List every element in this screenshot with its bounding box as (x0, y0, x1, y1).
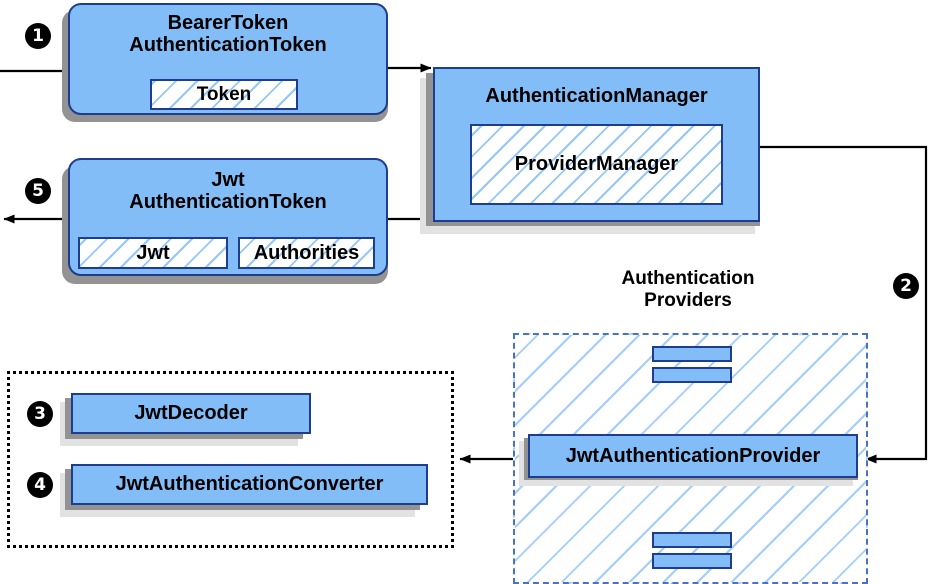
slot-token-label: Token (196, 83, 252, 105)
badge-step-3-label: 3 (34, 403, 46, 424)
node-jwt-authentication-converter[interactable]: JwtAuthenticationConverter (71, 464, 428, 505)
badge-step-5-label: 5 (32, 180, 44, 201)
jwt-authentication-converter-label: JwtAuthenticationConverter (115, 473, 384, 496)
authentication-providers-caption: Authentication Providers (621, 268, 755, 311)
jwt-decoder-label: JwtDecoder (134, 402, 248, 425)
slot-provider-manager: ProviderManager (470, 124, 723, 205)
badge-step-3: 3 (27, 401, 53, 427)
badge-step-2-label: 2 (900, 275, 912, 296)
slot-authorities: Authorities (238, 237, 375, 269)
badge-step-4-label: 4 (34, 474, 46, 495)
slot-authorities-label: Authorities (253, 241, 360, 264)
authentication-manager-label: AuthenticationManager (485, 85, 708, 107)
badge-step-5: 5 (25, 178, 51, 204)
connector-manager-to-provider (760, 145, 928, 464)
provider-stack-top-bar-2 (652, 367, 732, 383)
slot-jwt-label: Jwt (136, 241, 170, 264)
slot-token: Token (150, 79, 298, 110)
node-jwt-authentication-provider[interactable]: JwtAuthenticationProvider (528, 434, 858, 478)
jwt-support-group (7, 371, 454, 548)
provider-stack-bottom-bar-1 (652, 532, 732, 548)
badge-step-2: 2 (893, 273, 919, 299)
badge-step-1-label: 1 (32, 25, 44, 46)
badge-step-4: 4 (27, 472, 53, 498)
provider-stack-bottom-bar-2 (652, 553, 732, 569)
badge-step-1: 1 (25, 23, 51, 49)
bearer-token-label: BearerToken AuthenticationToken (129, 12, 327, 57)
slot-provider-manager-label: ProviderManager (514, 153, 679, 175)
jwt-authentication-token-label: Jwt AuthenticationToken (129, 169, 327, 214)
slot-jwt: Jwt (78, 237, 228, 269)
jwt-authentication-provider-label: JwtAuthenticationProvider (565, 444, 821, 467)
provider-stack-top-bar-1 (652, 346, 732, 362)
node-jwt-decoder[interactable]: JwtDecoder (71, 393, 311, 434)
